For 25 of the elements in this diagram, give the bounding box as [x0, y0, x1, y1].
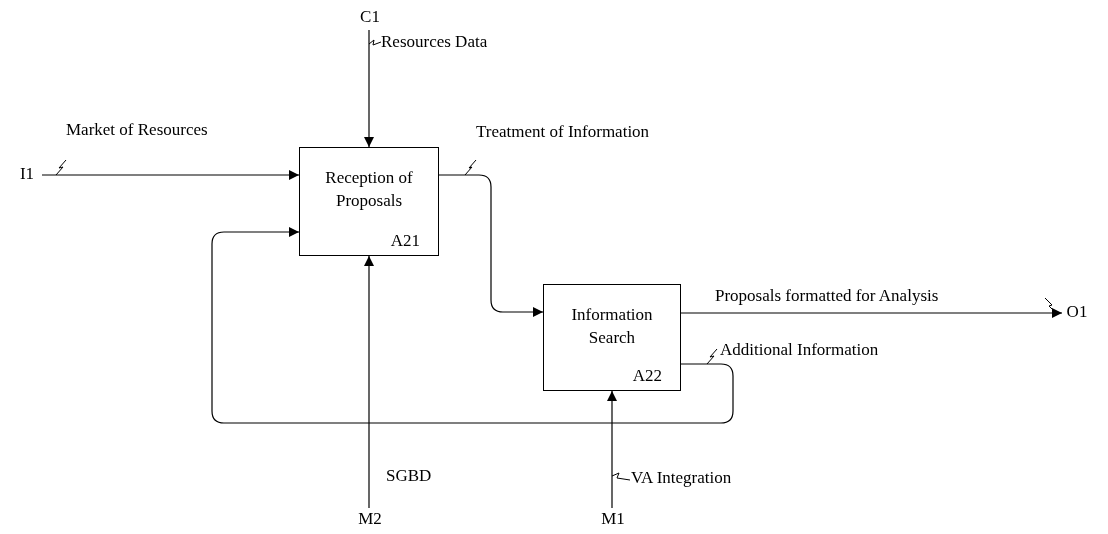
boundary-code: C1: [356, 6, 384, 30]
activity-name: Reception of Proposals: [324, 167, 414, 212]
boundary-code: O1: [1062, 301, 1092, 325]
arrow: [364, 29, 374, 148]
activity-number: A21: [390, 231, 420, 251]
boundary-code: M2: [355, 508, 385, 532]
arrow-label: SGBD: [386, 467, 432, 485]
arrow: [438, 174, 544, 317]
arrow-label: VA Integration: [631, 469, 732, 487]
activity-box: [299, 147, 439, 256]
arrow-label: Resources Data: [381, 33, 488, 51]
arrow-label: Proposals formatted for Analysis: [715, 287, 939, 305]
arrow-label: Additional Information: [720, 341, 879, 359]
arrow: [211, 227, 734, 424]
arrow: [364, 255, 374, 509]
activity-box: [543, 284, 681, 391]
arrow-label: Treatment of Information: [476, 123, 650, 141]
boundary-code: M1: [598, 508, 628, 532]
arrow: [607, 390, 617, 509]
boundary-code: I1: [12, 163, 42, 187]
arrow-label: Market of Resources: [66, 121, 208, 139]
activity-name: Information Search: [570, 304, 654, 349]
arrow: [41, 170, 300, 180]
arrow: [680, 308, 1063, 318]
activity-number: A22: [632, 366, 662, 386]
